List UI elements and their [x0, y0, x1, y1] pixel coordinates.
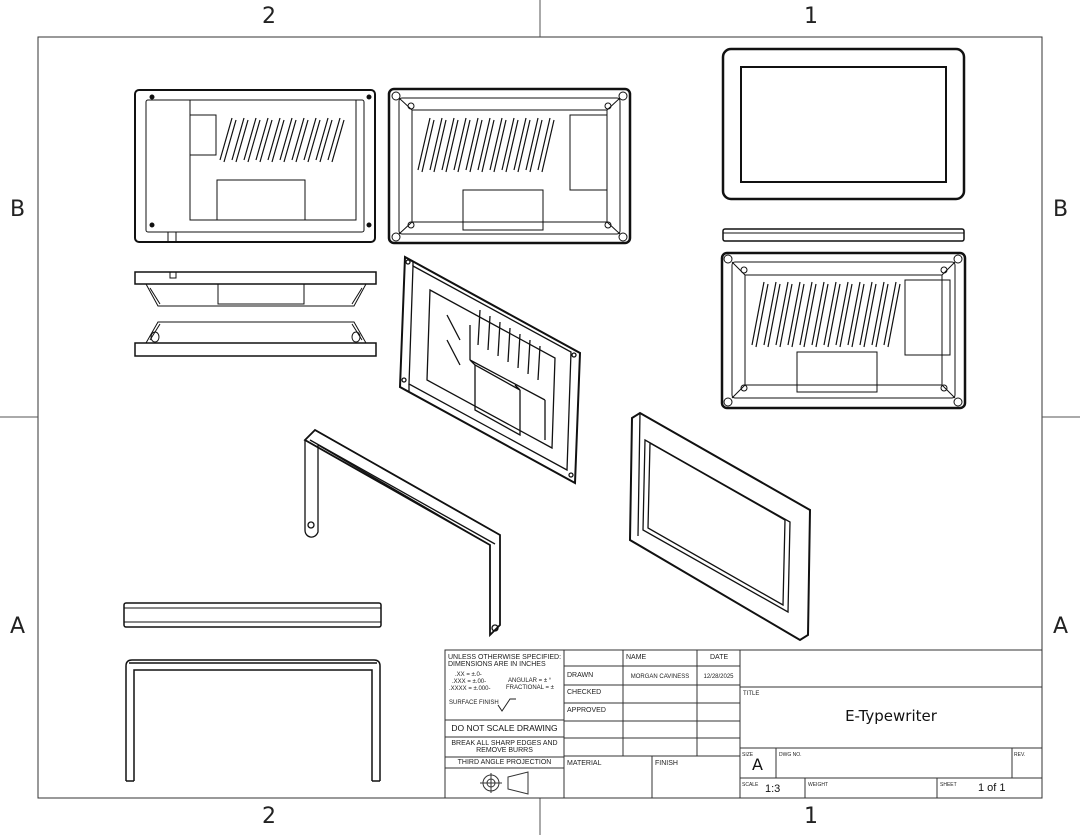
zone-label-top-1: 1	[804, 4, 818, 29]
housing-top-view-center	[387, 87, 632, 245]
vent-slots	[219, 117, 345, 163]
zone-label-left-b: B	[10, 197, 26, 222]
sheet-size: A	[752, 755, 763, 774]
drawn-label: DRAWN	[567, 672, 594, 679]
size-label: SIZE	[742, 752, 754, 758]
do-not-scale-note: DO NOT SCALE DRAWING	[451, 723, 558, 733]
material-label: MATERIAL	[567, 760, 602, 767]
bezel-isometric-view	[628, 411, 812, 642]
tolerance-note-1: UNLESS OTHERWISE SPECIFIED:	[448, 654, 562, 661]
zone-label-top-2: 2	[262, 4, 276, 29]
bezel-side-view	[722, 228, 965, 242]
zone-label-right-b: B	[1053, 197, 1069, 222]
bezel-front-view	[721, 47, 966, 201]
bracket-isometric-view	[303, 428, 501, 638]
sheet-number: 1 of 1	[978, 782, 1006, 794]
approved-label: APPROVED	[567, 707, 606, 714]
checked-label: CHECKED	[567, 689, 602, 696]
drawing-title: E-Typewriter	[845, 707, 937, 725]
housing-side-view-upper	[134, 271, 377, 307]
tolerance-fractional: FRACTIONAL = ±	[506, 685, 554, 691]
weight-label: WEIGHT	[808, 782, 828, 788]
title-block	[444, 649, 1043, 799]
date-header: DATE	[710, 654, 729, 661]
bracket-top-view	[123, 602, 382, 628]
zone-label-bottom-1: 1	[804, 804, 818, 829]
break-edges-note-1: BREAK ALL SHARP EDGES AND	[451, 740, 558, 747]
title-label: TITLE	[743, 691, 760, 697]
dwg-no-label: DWG NO.	[779, 752, 802, 758]
scale-label: SCALE	[742, 782, 759, 788]
sheet-label: SHEET	[940, 782, 957, 788]
housing-isometric-view	[398, 255, 582, 485]
housing-bottom-view-right	[720, 251, 967, 410]
tolerance-xxxx: .XXXX = ±.000-	[449, 686, 491, 692]
zone-label-right-a: A	[1053, 614, 1069, 639]
zone-label-bottom-2: 2	[262, 804, 276, 829]
zone-label-left-a: A	[10, 614, 26, 639]
surface-finish-label: SURFACE FINISH	[449, 700, 499, 706]
bracket-front-view	[125, 659, 381, 782]
drawn-date: 12/28/2025	[703, 674, 734, 680]
drawn-name: MORGAN CAVINESS	[630, 674, 690, 680]
housing-top-view-left	[134, 89, 376, 243]
projection-symbol-icon	[480, 771, 529, 795]
boss-holes	[391, 91, 628, 242]
tolerance-xx: .XX = ±.0-	[455, 672, 482, 678]
finish-label: FINISH	[655, 760, 678, 767]
tolerance-note-2: DIMENSIONS ARE IN INCHES	[448, 661, 546, 668]
rev-label: REV.	[1014, 752, 1026, 758]
name-header: NAME	[626, 654, 647, 661]
scale-value: 1:3	[765, 783, 781, 795]
projection-label: THIRD ANGLE PROJECTION	[457, 759, 552, 766]
tolerance-angular: ANGULAR = ± °	[508, 678, 552, 684]
housing-side-view-lower	[134, 321, 377, 357]
tolerance-xxx: .XXX = ±.00-	[452, 679, 487, 685]
break-edges-note-2: REMOVE BURRS	[476, 747, 533, 754]
